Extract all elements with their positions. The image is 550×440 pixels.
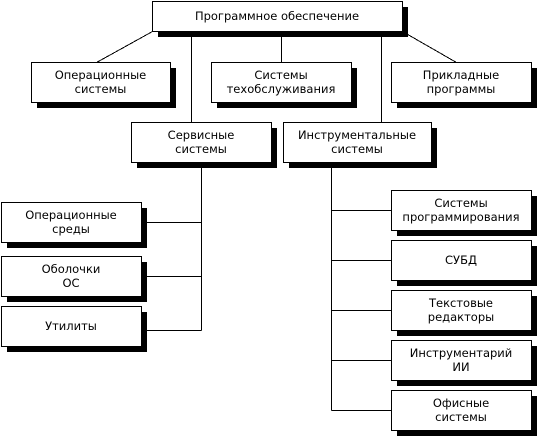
box-frame [1,202,142,243]
box-frame [211,62,352,103]
box-label-line-1: Операционные [25,208,117,222]
box-label-line-1: Системы [434,196,487,210]
box-label-line-2: техобслуживания [227,82,336,96]
box-label-line-2: программы [427,82,496,96]
box-label-line-1: Инструментарий [410,346,513,360]
box-label-line-1: Оболочки [42,262,101,276]
dbms-box: СУБД [391,240,537,286]
box-frame [391,290,532,331]
box-label-line-2: системы [331,142,383,156]
box-frame [283,122,432,163]
box-frame [152,1,403,32]
connector-lines [96,31,457,411]
box-label-line-2: среды [52,222,90,236]
box-label-line-1: Утилиты [45,319,97,333]
box-label-line-1: Прикладные [423,68,499,82]
box-frame [131,122,272,163]
box-frame [391,190,532,231]
box-frame [391,62,532,103]
box-label-line-2: системы [75,82,127,96]
connector-line-1 [96,31,153,63]
box-frame [1,306,142,347]
box-label-line-2: программирования [402,210,519,224]
box-frame [391,340,532,381]
connector-line-2 [402,31,457,63]
box-label-line-1: Системы [254,68,307,82]
box-label-line-1: Инструментальные [298,128,416,142]
box-label-line-2: системы [435,410,487,424]
box-frame [31,62,171,103]
box-label-line-2: системы [175,142,227,156]
box-label-line-1: Текстовые [428,296,493,310]
box-label-line-2: ОС [62,276,79,290]
box-label-line-1: Операционные [55,68,147,82]
box-label-line-2: редакторы [428,310,494,324]
box-frame [391,390,532,431]
box-label-line-1: Сервисные [168,128,235,142]
box-label-line-2: ИИ [452,360,469,374]
box-label-line-1: Офисные [433,396,489,410]
diagram-boxes: Программное обеспечениеОперационныесисте… [1,1,537,436]
box-frame [1,256,142,297]
box-label-line-1: СУБД [445,253,477,267]
utilities-box: Утилиты [1,306,147,352]
box-frame [391,240,532,281]
root-software-box: Программное обеспечение [152,1,408,37]
box-label-line-1: Программное обеспечение [195,9,359,23]
